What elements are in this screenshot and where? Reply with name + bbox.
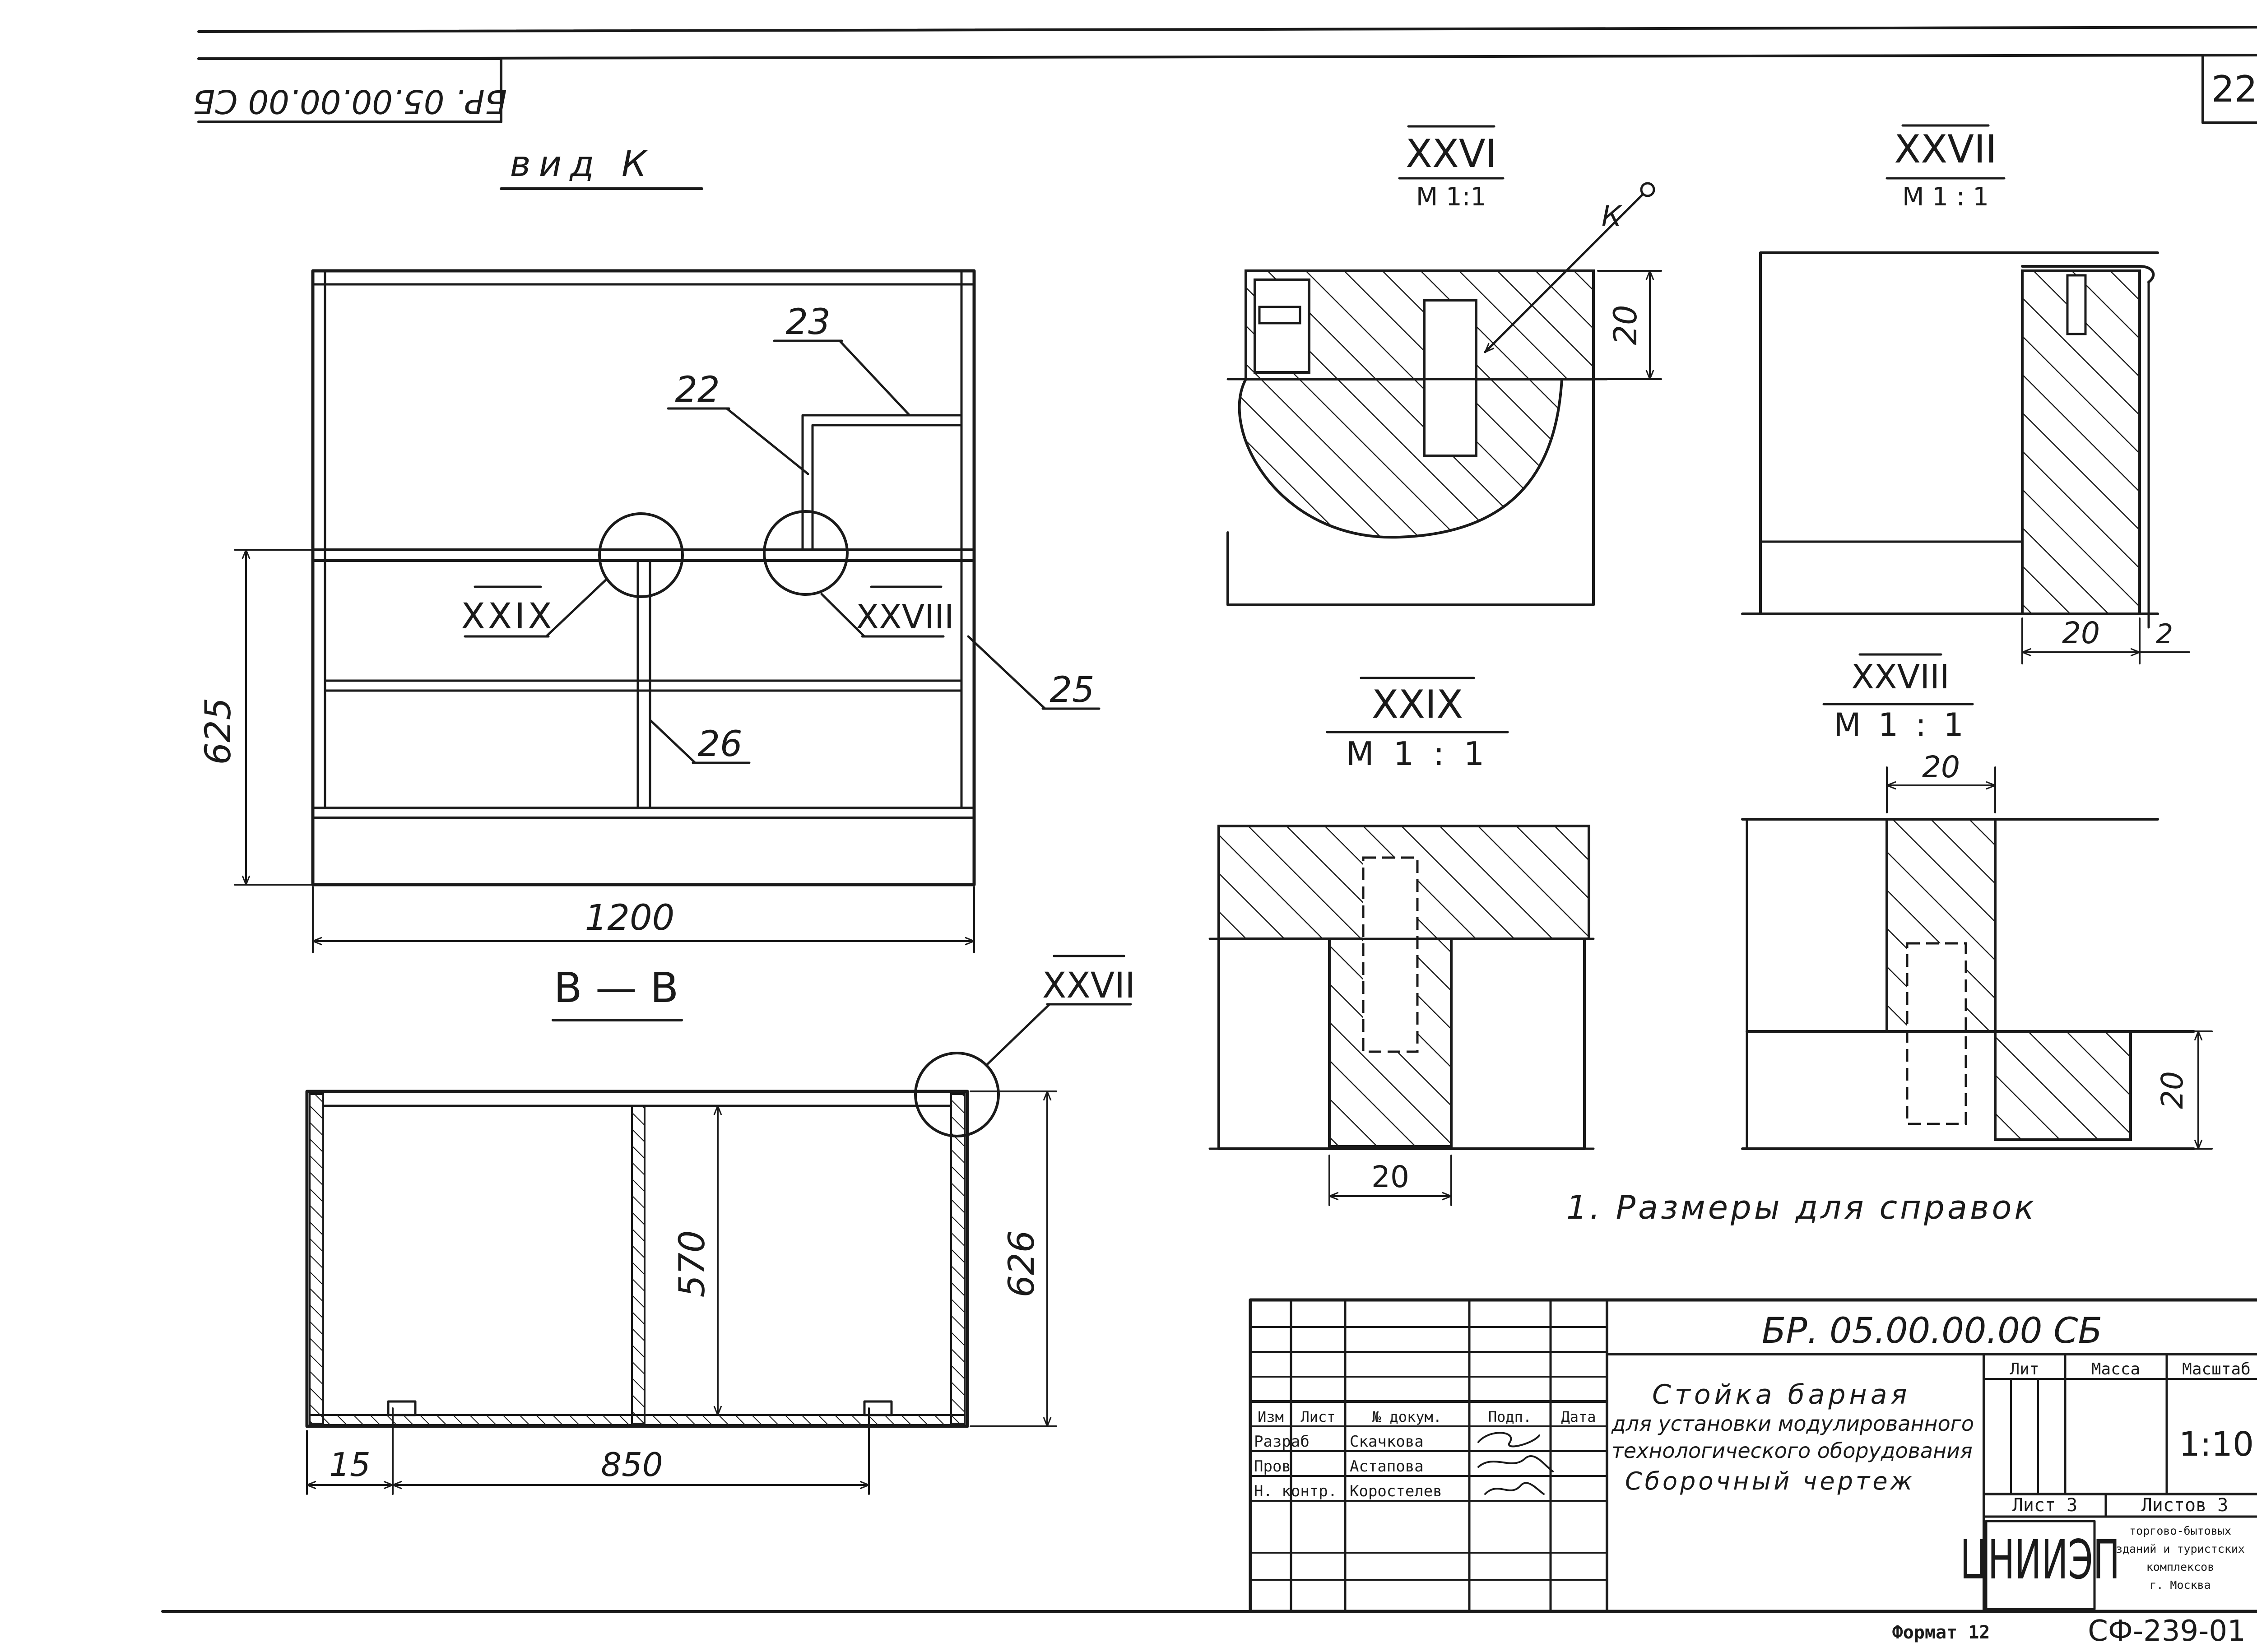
corner-code-box: БР. 05.00.00.00 СБ xyxy=(193,57,507,123)
tb-lit-label: Лит xyxy=(2010,1360,2039,1378)
detail-xxviii-dim-side: 20 xyxy=(2155,1071,2190,1109)
tb-role-2: Пров xyxy=(1254,1457,1291,1476)
detail-xxix-dim: 20 xyxy=(1371,1160,1409,1194)
detail-xxvi-arrow-label: К xyxy=(1602,200,1623,232)
tb-scale-value: 1:10 xyxy=(2179,1425,2254,1464)
dim-626: 626 xyxy=(1002,1230,1042,1298)
tb-name-3: Коростелев xyxy=(1350,1482,1442,1500)
tb-col-list: Лист xyxy=(1300,1408,1335,1425)
detail-xxvi-dim: 20 xyxy=(1607,305,1644,345)
detail-xxvii-title: XXVII xyxy=(1894,127,1997,172)
tb-col-sign: Подп. xyxy=(1488,1408,1532,1425)
tb-org-line-3: комплексов xyxy=(2146,1560,2215,1573)
tb-org-line-4: г. Москва xyxy=(2150,1578,2211,1592)
note: 1. Размеры для справок xyxy=(1566,1188,2037,1226)
detail-xxvii-dim-b: 2 xyxy=(2156,618,2173,650)
tb-org-line-2: зданий и туристских xyxy=(2116,1542,2245,1555)
detail-xxvi: XXVI М 1:1 20 К xyxy=(1226,125,1662,606)
detail-xxvii: XXVII М 1 : 1 20 2 xyxy=(1741,124,2190,664)
detail-xxix-title: XXIX xyxy=(1372,682,1463,727)
tb-name-line-4: Сборочный чертеж xyxy=(1625,1467,1915,1495)
dim-1200: 1200 xyxy=(585,898,675,938)
tb-sheets-label: Листов 3 xyxy=(2141,1495,2229,1516)
sheet-number: 22 xyxy=(2211,68,2257,110)
detail-xxix: XXIX М 1 : 1 20 xyxy=(1208,677,1595,1206)
detail-xxvii-scale: М 1 : 1 xyxy=(1902,182,1989,212)
tb-name-line-1: Стойка барная xyxy=(1652,1379,1911,1411)
callout-xxix: XXIX xyxy=(461,596,554,637)
callout-26: 26 xyxy=(697,724,742,765)
detail-xxvi-scale: М 1:1 xyxy=(1416,182,1486,212)
detail-xxviii-title: XXVIII xyxy=(1851,658,1949,696)
tb-name-1: Скачкова xyxy=(1350,1433,1424,1451)
tb-role-3: Н. контр. xyxy=(1254,1482,1337,1500)
tb-col-doc: № докум. xyxy=(1372,1408,1442,1425)
detail-xxvii-dim-a: 20 xyxy=(2062,616,2100,650)
callout-25: 25 xyxy=(1050,670,1094,710)
tb-scale-label: Масштаб xyxy=(2182,1360,2251,1378)
callout-xxvii: XXVII xyxy=(1042,965,1135,1006)
callout-23: 23 xyxy=(785,302,830,343)
detail-circle-xxviii xyxy=(763,510,849,596)
tb-sheet-label: Лист 3 xyxy=(2012,1495,2078,1516)
dim-15: 15 xyxy=(329,1446,371,1484)
tb-role-1: Разраб xyxy=(1254,1433,1310,1451)
sheet-number-box: 22 xyxy=(2201,54,2257,124)
title-block: Изм Лист № докум. Подп. Дата Разраб Скач… xyxy=(1249,1298,2257,1613)
callout-xxviii: XXVIII xyxy=(856,598,954,636)
tb-col-date: Дата xyxy=(1561,1408,1596,1425)
detail-circle-xxvii xyxy=(914,1052,1000,1137)
section-bb-title: В — В xyxy=(554,964,679,1012)
view-k-title: вид К xyxy=(510,144,655,185)
view-k: вид К 23 22 xyxy=(198,144,1101,953)
section-bb: В — В XXVII 626 570 15 850 xyxy=(305,955,1135,1495)
callout-22: 22 xyxy=(675,370,720,410)
tb-doc-code: БР. 05.00.00.00 СБ xyxy=(1762,1311,2102,1351)
detail-xxviii-scale: М 1 : 1 xyxy=(1834,706,1967,743)
detail-xxviii: XXVIII М 1 : 1 20 20 xyxy=(1741,653,2213,1150)
format-label: Формат 12 xyxy=(1892,1622,1990,1643)
corner-code: БР. 05.00.00.00 СБ xyxy=(193,83,507,121)
detail-xxix-scale: М 1 : 1 xyxy=(1346,735,1489,773)
tb-name-2: Астапова xyxy=(1350,1457,1424,1476)
detail-xxviii-dim-top: 20 xyxy=(1922,750,1960,784)
tb-name-line-3: технологического оборудования xyxy=(1611,1439,1973,1463)
detail-circle-xxix xyxy=(598,512,684,598)
tb-org-logo: ЦНИИЭП xyxy=(1960,1528,2120,1591)
tb-org-line-1: торгово-бытовых xyxy=(2129,1524,2231,1537)
footer-code: СФ-239-01 xyxy=(2088,1615,2246,1648)
dim-850: 850 xyxy=(601,1446,663,1484)
detail-xxvi-title: XXVI xyxy=(1406,131,1497,176)
dim-570: 570 xyxy=(672,1230,713,1298)
tb-mass-label: Масса xyxy=(2091,1360,2140,1378)
dim-625: 625 xyxy=(198,698,239,765)
tb-name-line-2: для установки модулированного xyxy=(1611,1411,1974,1436)
tb-col-izm: Изм xyxy=(1258,1408,1284,1425)
